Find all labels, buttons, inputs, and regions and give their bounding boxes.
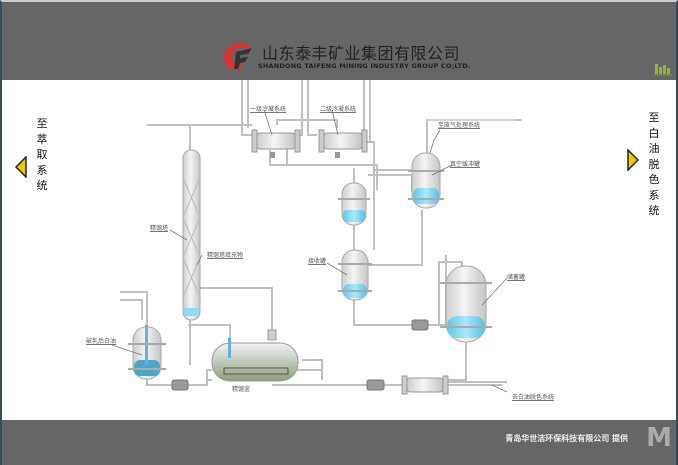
label-condenser-1: 一级冷凝系统 [250,106,287,113]
label-condenser-2: 二级冷凝系统 [320,106,357,113]
triangle-right-icon[interactable] [626,149,640,171]
storage-tank[interactable] [440,265,492,343]
intermediate-vessel[interactable] [338,182,370,226]
equalizer-icon[interactable] [654,62,672,76]
m-logo-icon: M [646,423,672,453]
label-storage: 储蓄罐 [507,274,526,281]
label-exhaust: 至废气处理系统 [438,122,481,129]
process-diagram-canvas: 一级冷凝系统 二级冷凝系统 至废气处理系统 真空缓冲罐 精馏塔 精馏塔填充物 接… [2,80,676,420]
condenser-2[interactable] [318,129,368,158]
pump-2[interactable] [411,319,429,331]
nav-left-label[interactable]: 至萃取系统 [36,117,48,192]
reboiler[interactable] [211,329,299,382]
label-receiver: 接收罐 [308,258,327,265]
provider-credit: 青岛华世洁环保科技有限公司 提供 [505,434,628,443]
receiver-tank[interactable] [338,249,372,301]
company-name-en: SHANDONG TAIFENG MINING INDUSTRY GROUP C… [258,62,471,70]
process-diagram [111,80,522,395]
label-to-decolor: 去白油脱色系统 [512,394,555,401]
footer: 青岛华世洁环保科技有限公司 提供 M [2,420,676,465]
demulsified-oil-vessel[interactable] [128,325,166,380]
nav-right-label[interactable]: 至白油脱色系统 [648,111,660,217]
leader-lines [111,109,508,393]
label-demulsified-oil: 破乳后白油 [86,338,117,345]
company-name-cn: 山东泰丰矿业集团有限公司 [262,44,461,63]
pump-1[interactable] [171,379,189,391]
taifeng-logo-icon [223,42,252,71]
label-vacuum-buffer: 真空缓冲罐 [450,161,481,168]
pump-3[interactable] [366,379,385,391]
outlet-heat-exchanger[interactable] [401,375,449,395]
label-reboiler: 精馏釜 [232,386,251,393]
vacuum-buffer-tank[interactable] [408,152,444,209]
triangle-left-icon[interactable] [14,156,28,178]
condenser-1[interactable] [251,129,301,158]
header [2,2,676,80]
label-column: 精馏塔 [150,225,169,232]
distillation-column[interactable] [182,149,201,321]
label-column-packing: 精馏塔填充物 [207,252,244,259]
